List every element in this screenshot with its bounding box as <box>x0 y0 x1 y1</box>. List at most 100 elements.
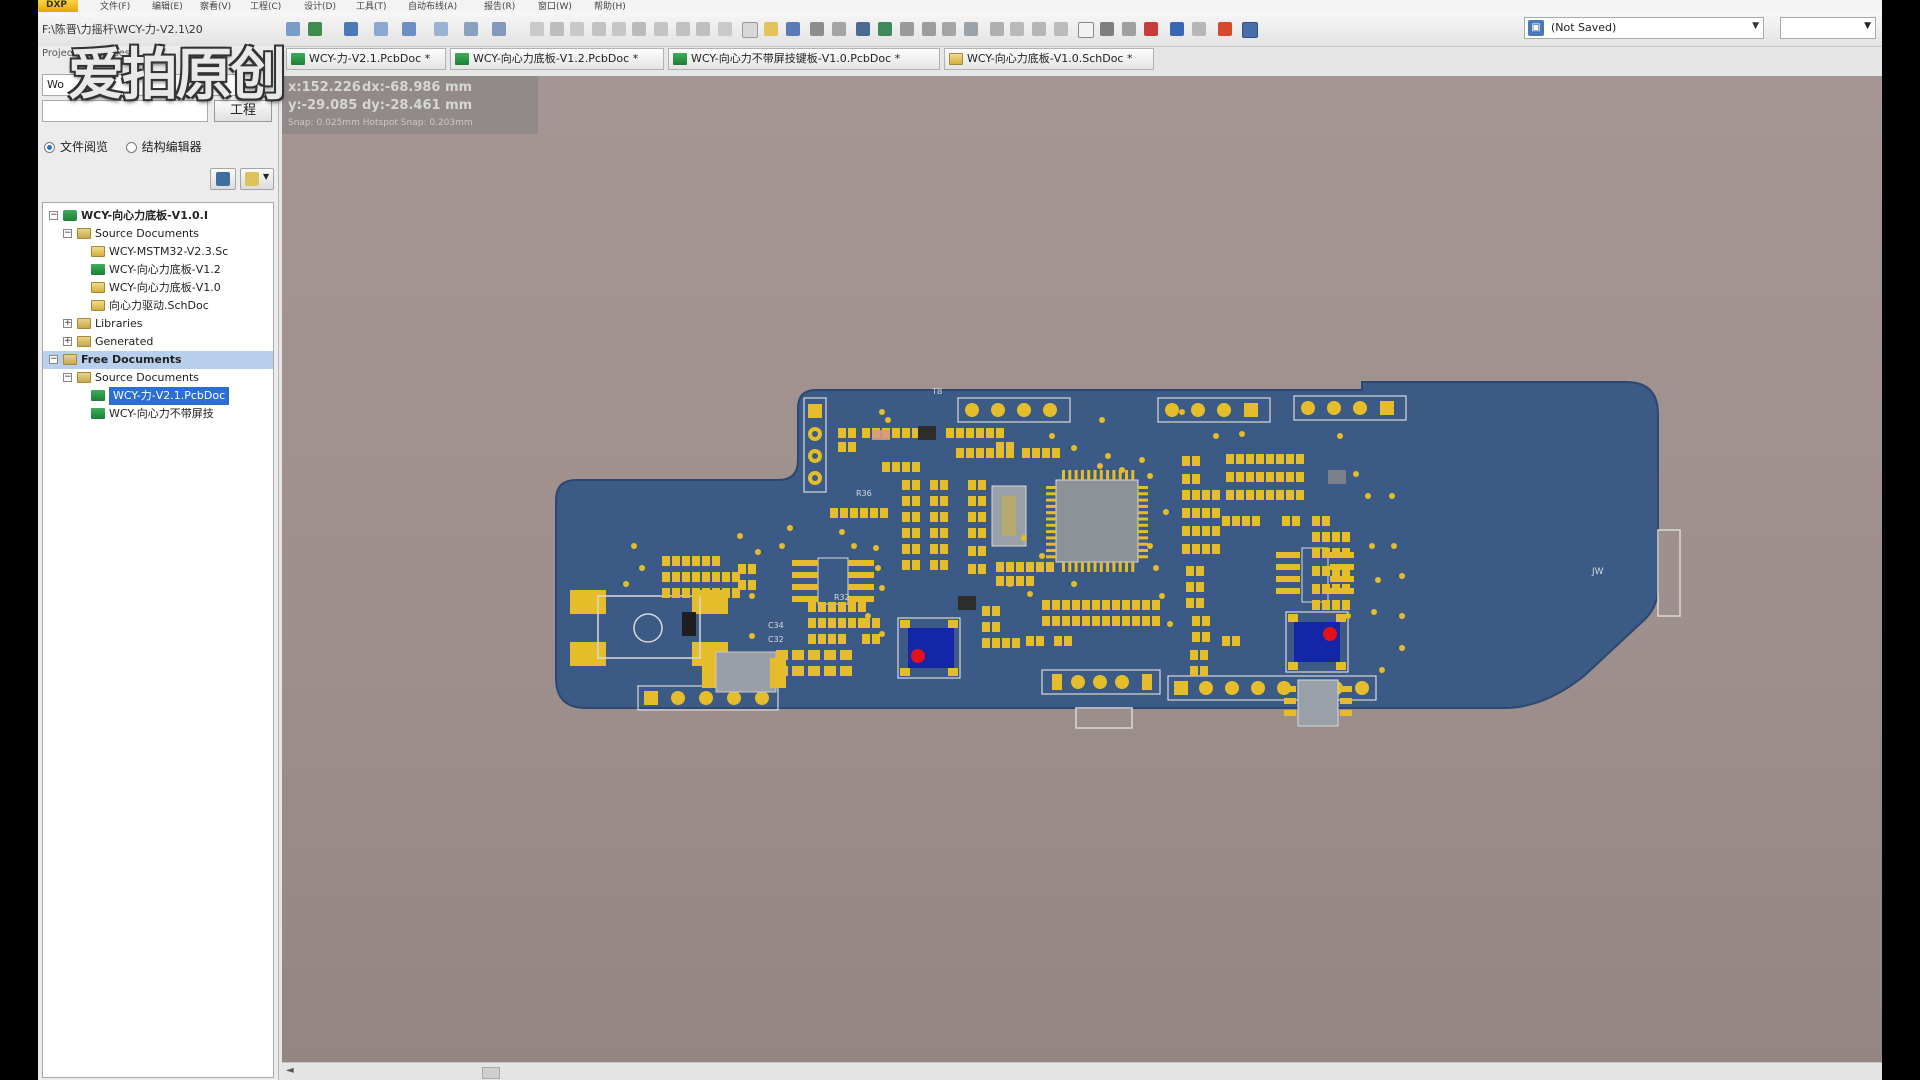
tab-projects[interactable]: Projects <box>42 48 82 59</box>
project-button[interactable]: 工程 <box>214 100 272 122</box>
tree-item[interactable]: −Free Documents <box>43 351 273 369</box>
select-rect-icon[interactable] <box>1078 22 1094 38</box>
view-icon[interactable] <box>1242 22 1258 38</box>
project-select[interactable] <box>42 100 208 122</box>
grid-icon[interactable] <box>464 22 478 36</box>
tree-item[interactable]: −WCY-向心力底板-V1.0.I <box>43 207 273 225</box>
smd-pad <box>848 428 856 438</box>
smd-pad <box>1232 636 1240 646</box>
silk-tb: TB <box>931 387 942 396</box>
wire-icon[interactable] <box>530 22 544 36</box>
expand-icon[interactable]: + <box>63 318 72 328</box>
tree-item[interactable]: WCY-力-V2.1.PcbDoc <box>43 387 273 405</box>
document-tab[interactable]: WCY-力-V2.1.PcbDoc * <box>286 48 446 70</box>
move-icon[interactable] <box>434 22 448 36</box>
collapse-icon[interactable]: − <box>49 354 58 364</box>
dxp-menu[interactable]: DXP <box>38 0 78 12</box>
region-icon[interactable] <box>676 22 690 36</box>
tree-item[interactable]: −Source Documents <box>43 225 273 243</box>
collapse-icon[interactable]: − <box>63 372 72 382</box>
menu-reports[interactable]: 报告(R) <box>484 2 516 12</box>
preview-icon[interactable] <box>832 22 846 36</box>
menu-file[interactable]: 文件(F) <box>100 2 131 12</box>
fill-icon[interactable] <box>654 22 668 36</box>
menu-view[interactable]: 察看(V) <box>200 2 232 12</box>
tree-item[interactable]: 向心力驱动.SchDoc <box>43 297 273 315</box>
zoom-select-icon[interactable] <box>942 22 956 36</box>
via <box>1399 645 1405 651</box>
menu-autoroute[interactable]: 自动布线(A) <box>408 2 458 12</box>
board-icon[interactable] <box>878 22 892 36</box>
pin-icon[interactable] <box>612 22 626 36</box>
toggle-icon[interactable] <box>286 22 300 36</box>
document-icon-button[interactable]: ▼ <box>240 168 274 190</box>
save-icon[interactable] <box>786 22 800 36</box>
route-icon[interactable] <box>344 22 358 36</box>
document-tab[interactable]: WCY-向心力底板-V1.0.SchDoc * <box>944 48 1154 70</box>
menu-help[interactable]: 帮助(H) <box>594 2 626 12</box>
tab-files[interactable]: Files <box>108 48 130 59</box>
smd-pad <box>1202 616 1210 626</box>
undo-icon[interactable] <box>1170 22 1184 36</box>
paste-icon[interactable] <box>1032 22 1046 36</box>
tree-item[interactable]: −Source Documents <box>43 369 273 387</box>
document-tab[interactable]: WCY-向心力不带屏技键板-V1.0.PcbDoc * <box>668 48 940 70</box>
bus-icon[interactable] <box>570 22 584 36</box>
tree-item[interactable]: WCY-MSTM32-V2.3.Sc <box>43 243 273 261</box>
secondary-select[interactable]: ▼ <box>1780 17 1876 39</box>
navigate-icon[interactable] <box>308 22 322 36</box>
workspace-select[interactable]: Wo <box>42 74 236 96</box>
mcu-pin <box>1138 549 1148 552</box>
workspace-icon-button[interactable] <box>210 168 236 190</box>
tree-item[interactable]: WCY-向心力不带屏技 <box>43 405 273 423</box>
menu-design[interactable]: 设计(D) <box>304 2 336 12</box>
print-icon[interactable] <box>810 22 824 36</box>
cut-icon[interactable] <box>990 22 1004 36</box>
align-icon[interactable] <box>374 22 388 36</box>
net-icon[interactable] <box>550 22 564 36</box>
tree-item[interactable]: WCY-向心力底板-V1.2 <box>43 261 273 279</box>
check-icon[interactable] <box>964 22 978 36</box>
scroll-left-icon[interactable]: ◄ <box>286 1065 294 1076</box>
scrollbar-thumb[interactable] <box>482 1067 500 1079</box>
collapse-icon[interactable]: − <box>63 228 72 238</box>
menu-tools[interactable]: 工具(T) <box>356 2 387 12</box>
horizontal-scrollbar[interactable]: ◄ <box>282 1062 1882 1080</box>
menu-edit[interactable]: 编辑(E) <box>152 2 183 12</box>
clear-icon[interactable] <box>1144 22 1158 36</box>
mcu-pin <box>1046 523 1056 527</box>
port-icon[interactable] <box>592 22 606 36</box>
pcb-canvas[interactable]: x:152.226 dx:-68.986 mm y:-29.085 dy:-28… <box>282 76 1882 1062</box>
3d-icon[interactable] <box>856 22 870 36</box>
redo-icon[interactable] <box>1192 22 1206 36</box>
pcb-board-graphic[interactable]: C34 C32 R32 R36 JW TB <box>282 76 1882 1062</box>
menu-project[interactable]: 工程(C) <box>250 2 282 12</box>
text-icon[interactable] <box>696 22 710 36</box>
radio-file-view[interactable] <box>44 142 55 153</box>
rubber-stamp-icon[interactable] <box>1054 22 1068 36</box>
smd-pad <box>1322 566 1330 576</box>
deselect-icon[interactable] <box>1122 22 1136 36</box>
move-cross-icon[interactable] <box>1100 22 1114 36</box>
tree-item[interactable]: WCY-向心力底板-V1.0 <box>43 279 273 297</box>
document-tab[interactable]: WCY-向心力底板-V1.2.PcbDoc * <box>450 48 664 70</box>
pencil-icon[interactable] <box>1218 22 1232 36</box>
arc-icon[interactable] <box>632 22 646 36</box>
open-icon[interactable] <box>764 22 778 36</box>
zoom-area-icon[interactable] <box>922 22 936 36</box>
select-icon[interactable] <box>402 22 416 36</box>
coordinate-icon[interactable] <box>718 22 732 36</box>
collapse-icon[interactable]: − <box>49 210 58 220</box>
menu-window[interactable]: 窗口(W) <box>538 2 572 12</box>
smd-pad <box>1256 490 1264 500</box>
radio-struct-editor[interactable] <box>125 142 137 153</box>
zoom-fit-icon[interactable] <box>900 22 914 36</box>
smd-pad <box>838 634 846 644</box>
document-status-select[interactable]: ▣ (Not Saved) ▼ <box>1524 17 1764 39</box>
copy-icon[interactable] <box>1010 22 1024 36</box>
layers-icon[interactable] <box>492 22 506 36</box>
new-icon[interactable] <box>742 22 758 38</box>
tree-item[interactable]: +Libraries <box>43 315 273 333</box>
tree-item[interactable]: +Generated <box>43 333 273 351</box>
expand-icon[interactable]: + <box>63 336 72 346</box>
